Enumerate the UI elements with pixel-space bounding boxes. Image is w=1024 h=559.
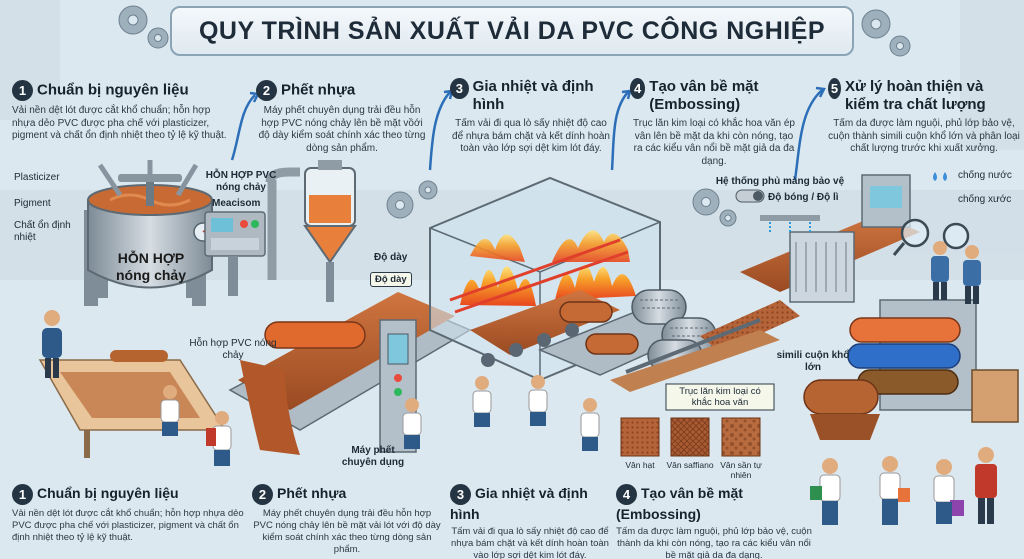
thickness-tag: Độ dày bbox=[370, 272, 412, 287]
step-number: 3 bbox=[450, 78, 469, 99]
texture-swatches bbox=[620, 417, 761, 457]
label-thickness: Độ dày bbox=[374, 252, 408, 263]
step-title: Xử lý hoàn thiện và kiểm tra chất lượng bbox=[844, 78, 986, 113]
label-waterproof: chống nước bbox=[958, 170, 1012, 181]
step-desc: Tấm da được làm nguội, phủ lớp bảo vệ, c… bbox=[616, 526, 812, 559]
label-plasticizer: Plasticizer bbox=[14, 172, 60, 183]
rolling-machine bbox=[803, 299, 1019, 440]
title-banner: QUY TRÌNH SẢN XUẤT VẢI DA PVC CÔNG NGHIỆ… bbox=[170, 6, 854, 56]
workers-and-students bbox=[42, 241, 997, 525]
swatch-van-saffiano bbox=[670, 417, 710, 457]
step-number: 3 bbox=[450, 484, 471, 505]
label-protective-system: Hệ thống phủ màng bảo vệ bbox=[715, 176, 845, 187]
swatch-label-van-san: Vân sần tự nhiên bbox=[720, 460, 762, 480]
step-desc: Trục lăn kim loại có khắc hoa văn ép vân… bbox=[633, 118, 795, 167]
step-desc: Vải nền dệt lót được cắt khổ chuẩn; hỗn … bbox=[12, 508, 244, 543]
student-3 bbox=[402, 398, 422, 449]
step-desc: Tấm vải đi qua lò sấy nhiệt độ cao để nh… bbox=[451, 526, 609, 559]
step-title: Phết nhựa bbox=[281, 81, 356, 99]
flow-arrows bbox=[230, 86, 826, 181]
students-with-bags bbox=[810, 447, 997, 525]
step-number: 2 bbox=[252, 484, 273, 505]
step-desc: Tấm da được làm nguội, phủ lớp bảo vệ, c… bbox=[828, 118, 1020, 154]
label-coating-machine: Máy phết chuyên dụng bbox=[341, 445, 405, 468]
page-title: QUY TRÌNH SẢN XUẤT VẢI DA PVC CÔNG NGHIỆ… bbox=[198, 16, 826, 45]
step-title: Chuẩn bị nguyên liệu bbox=[37, 81, 189, 99]
student-4 bbox=[472, 375, 548, 427]
label-engraved-roller: Trục lăn kim loại có khắc hoa văn bbox=[679, 386, 761, 408]
cutting-table bbox=[38, 350, 227, 458]
control-panel bbox=[204, 211, 266, 296]
step-title: Tạo vân bề mặt (Embossing) bbox=[649, 78, 759, 113]
step-number: 1 bbox=[12, 80, 33, 101]
water-drop-icons bbox=[933, 172, 947, 181]
coating-hopper bbox=[265, 160, 357, 302]
step-number: 4 bbox=[616, 484, 637, 505]
toggle-icon bbox=[735, 189, 765, 203]
mixing-tank bbox=[84, 160, 213, 306]
finishing-line bbox=[740, 174, 970, 303]
gloss-tag: Độ bóng / Độ lì bbox=[768, 192, 839, 203]
label-mix-tank: HỖN HỢP nóng chảy bbox=[115, 250, 186, 283]
label-scratchproof: chống xước bbox=[958, 194, 1012, 205]
swatch-van-san bbox=[721, 417, 761, 457]
step-title: Phết nhựa bbox=[277, 485, 347, 502]
step-number: 1 bbox=[12, 484, 33, 505]
label-stabilizer: Chất ổn định nhiệt bbox=[14, 220, 71, 243]
step-title: Gia nhiệt và định hình bbox=[472, 78, 594, 113]
label-pvc-melt-bottom: Hỗn hợp PVC nóng chảy bbox=[189, 338, 277, 361]
roller-label-box bbox=[665, 383, 775, 411]
swatch-label-saffiano: Vân saffiano bbox=[666, 460, 714, 470]
step-desc: Máy phết chuyên dụng trải đều hỗn hợp PV… bbox=[258, 105, 426, 154]
student-1 bbox=[160, 385, 180, 436]
coating-line bbox=[228, 292, 472, 455]
swatch-label-van-hat: Vân hạt bbox=[625, 460, 655, 470]
step-desc: Vải nền dệt lót được cắt khổ chuẩn; hỗn … bbox=[12, 105, 227, 141]
step-number: 4 bbox=[630, 78, 646, 99]
worker-1 bbox=[42, 310, 62, 378]
label-simili-roll: simili cuộn khổ lớn bbox=[776, 350, 850, 373]
step-number: 2 bbox=[256, 80, 277, 101]
step-title: Chuẩn bị nguyên liệu bbox=[37, 485, 179, 502]
gear-icons bbox=[118, 5, 911, 227]
student-5 bbox=[580, 398, 600, 451]
label-pigment: Pigment bbox=[14, 198, 51, 209]
student-2 bbox=[206, 411, 232, 466]
inspectors bbox=[931, 241, 981, 304]
embossing-rollers bbox=[625, 289, 800, 374]
lower-conveyor bbox=[610, 330, 780, 392]
label-pvc-melt-top: HỖN HỢP PVC nóng chảy bbox=[205, 170, 277, 193]
step-desc: Máy phết chuyên dụng trải đều hỗn hợp PV… bbox=[253, 508, 441, 555]
swatch-van-hat bbox=[620, 417, 660, 457]
step-title: Tạo vân bề mặt (Embossing) bbox=[616, 485, 743, 522]
step-title: Gia nhiệt và định hình bbox=[450, 485, 588, 522]
step-desc: Tấm vải đi qua lò sấy nhiệt độ cao để nh… bbox=[452, 118, 610, 154]
label-meacisom: Meacisom bbox=[212, 198, 261, 209]
step-number: 5 bbox=[828, 78, 841, 99]
